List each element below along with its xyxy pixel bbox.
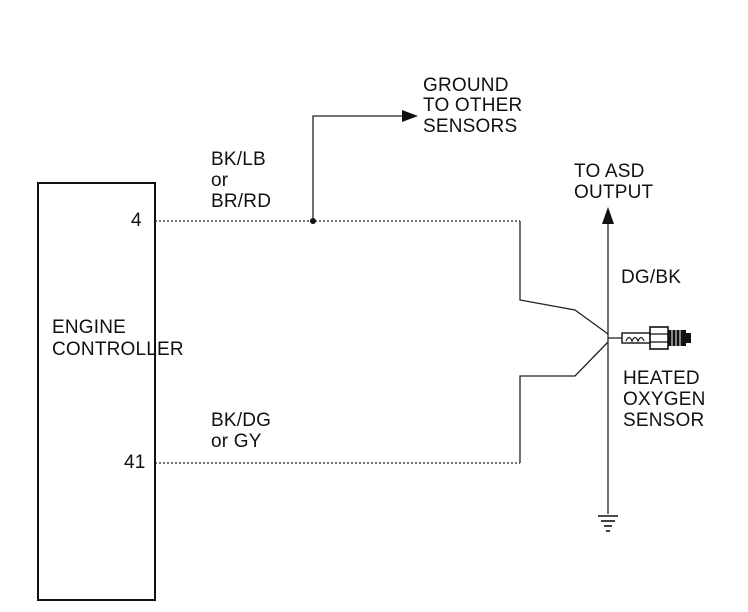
engine-controller-box	[37, 182, 156, 601]
wire-pin-4	[155, 220, 609, 335]
controller-label-line1: ENGINE	[52, 317, 127, 338]
top-wire-color-line3: BR/RD	[211, 191, 272, 212]
ground-icon	[598, 515, 618, 532]
oxygen-sensor-icon	[608, 326, 691, 350]
top-wire-color-line2: or	[211, 170, 229, 191]
sensor-label-line1: HEATED	[623, 368, 700, 389]
asd-note-line1: TO ASD	[574, 161, 645, 182]
sensor-label-line3: SENSOR	[623, 410, 705, 431]
ground-note-line3: SENSORS	[423, 116, 518, 137]
pin-number-41: 41	[124, 452, 146, 473]
pin-number-4: 4	[131, 210, 142, 231]
arrow-up-icon	[602, 207, 614, 224]
bottom-wire-color-line1: BK/DG	[211, 410, 272, 431]
ground-branch-wire	[312, 115, 405, 221]
arrow-right-icon	[402, 110, 418, 122]
ground-note-line1: GROUND	[423, 75, 509, 96]
asd-note-line2: OUTPUT	[574, 182, 654, 203]
splice-dot-icon	[310, 218, 316, 224]
wire-pin-41	[155, 341, 609, 464]
bottom-wire-color-line2: or GY	[211, 431, 262, 452]
controller-label-line2: CONTROLLER	[52, 339, 184, 360]
top-wire-color-line1: BK/LB	[211, 149, 266, 170]
asd-wire-color: DG/BK	[621, 267, 682, 288]
ground-note-line2: TO OTHER	[423, 95, 523, 116]
sensor-label-line2: OXYGEN	[623, 389, 706, 410]
